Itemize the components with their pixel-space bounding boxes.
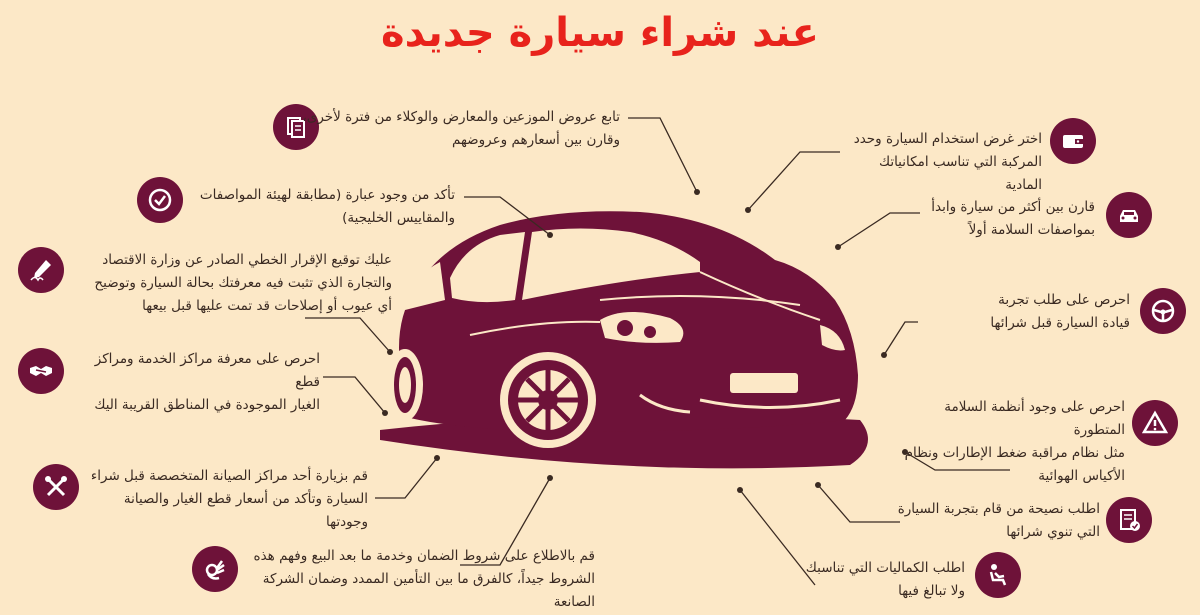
tip-line: المركبة التي تناسب امكانياتك المادية xyxy=(878,154,1042,193)
tip-test-drive: احرص على طلب تجربة قيادة السيارة قبل شرا… xyxy=(920,289,1130,335)
tip-sign-declaration: عليك توقيع الإقرار الخطي الصادر عن وزارة… xyxy=(70,249,392,318)
tip-line: قم بزيارة أحد مراكز الصيانة المتخصصة قبل… xyxy=(90,468,368,484)
document-icon xyxy=(273,104,319,150)
tip-line: اطلب نصيحة من قام بتجربة السيارة xyxy=(897,501,1100,517)
tip-usage-purpose: اختر غرض استخدام السيارة وحدد المركبة ال… xyxy=(842,128,1042,197)
page-title: عند شراء سيارة جديدة xyxy=(381,10,819,56)
tip-line: عليك توقيع الإقرار الخطي الصادر عن وزارة… xyxy=(102,252,392,268)
tip-line: تابع عروض الموزعين والمعارض والوكلاء من … xyxy=(302,109,620,125)
tip-line: احرص على معرفة مراكز الخدمة ومراكز قطع xyxy=(94,351,320,390)
tools-icon xyxy=(33,464,79,510)
warning-icon xyxy=(1132,400,1178,446)
tip-line: اختر غرض استخدام السيارة وحدد xyxy=(853,131,1042,147)
tip-line: تأكد من وجود عبارة (مطابقة لهيئة المواصف… xyxy=(199,187,455,203)
tip-line: بمواصفات السلامة أولاً xyxy=(968,222,1095,238)
tip-line: الشروط جيداً، كالفرق ما بين التأمين المم… xyxy=(262,571,595,610)
tip-line: احرص على وجود أنظمة السلامة المتطورة xyxy=(944,399,1125,438)
car-seat-icon xyxy=(975,552,1021,598)
tip-service-centers: احرص على معرفة مراكز الخدمة ومراكز قطع ا… xyxy=(70,348,320,417)
signature-pen-icon xyxy=(18,247,64,293)
ok-hand-icon xyxy=(192,546,238,592)
handshake-icon xyxy=(18,348,64,394)
wallet-icon xyxy=(1050,118,1096,164)
car-front-icon xyxy=(1106,192,1152,238)
tip-line: الأكياس الهوائية xyxy=(1038,468,1125,484)
tip-line: قم بالاطلاع على شروط الضمان وخدمة ما بعد… xyxy=(253,548,596,564)
tip-gcc-specs: تأكد من وجود عبارة (مطابقة لهيئة المواصف… xyxy=(190,184,455,230)
steering-wheel-icon xyxy=(1140,288,1186,334)
tip-maintenance-visit: قم بزيارة أحد مراكز الصيانة المتخصصة قبل… xyxy=(88,465,368,534)
tip-compare-offers: تابع عروض الموزعين والمعارض والوكلاء من … xyxy=(300,106,620,152)
tip-line: السيارة وتأكد من أسعار قطع الغيار والصيا… xyxy=(123,491,368,530)
tip-line: التي تنوي شرائها xyxy=(1006,524,1100,540)
tip-line: والمقاييس الخليجية) xyxy=(342,210,455,226)
tip-line: الغيار الموجودة في المناطق القريبة اليك xyxy=(94,397,320,413)
tip-ask-advice: اطلب نصيحة من قام بتجربة السيارة التي تن… xyxy=(890,498,1100,544)
tip-warranty-terms: قم بالاطلاع على شروط الضمان وخدمة ما بعد… xyxy=(240,545,596,614)
tip-accessories: اطلب الكماليات التي تناسبك ولا تبالغ فيه… xyxy=(805,557,965,603)
tip-safety-systems: احرص على وجود أنظمة السلامة المتطورة مثل… xyxy=(895,396,1125,488)
check-circle-icon xyxy=(137,177,183,223)
tip-line: قارن بين أكثر من سيارة وابدأ xyxy=(931,199,1095,215)
tip-line: مثل نظام مراقبة ضغط الإطارات ونظام xyxy=(904,445,1125,461)
tip-line: والتجارة الذي تثبت فيه معرفتك بحالة السي… xyxy=(94,275,392,291)
tip-line: احرص على طلب تجربة xyxy=(998,292,1130,308)
tip-line: وقارن بين أسعارهم وعروضهم xyxy=(451,132,620,148)
tip-compare-cars: قارن بين أكثر من سيارة وابدأ بمواصفات ال… xyxy=(920,196,1095,242)
tip-line: اطلب الكماليات التي تناسبك xyxy=(805,560,965,576)
checklist-icon xyxy=(1106,497,1152,543)
tip-line: قيادة السيارة قبل شرائها xyxy=(990,315,1130,331)
tip-line: أي عيوب أو إصلاحات قد تمت عليها قبل بيعه… xyxy=(142,298,392,314)
tip-line: ولا تبالغ فيها xyxy=(898,583,965,599)
